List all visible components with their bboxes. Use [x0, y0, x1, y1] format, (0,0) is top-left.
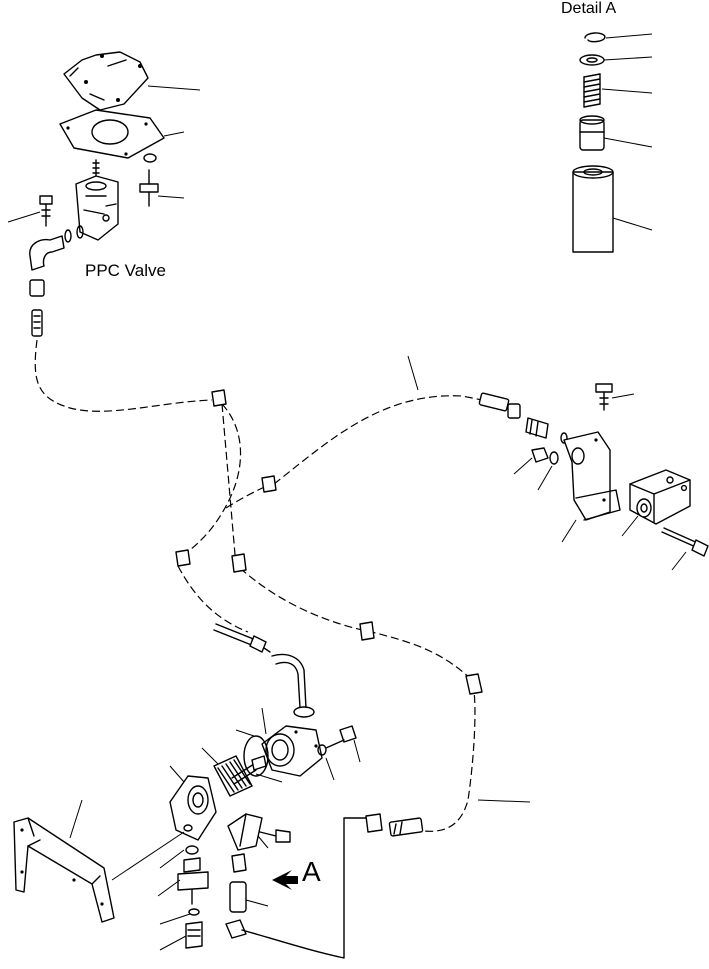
lower-pipe — [255, 817, 367, 959]
bracket-bolt-top — [595, 383, 635, 411]
leader-hose-lower — [477, 799, 531, 803]
cap-bolt — [259, 829, 291, 843]
elbow-fitting-lower — [225, 919, 257, 939]
valve-bracket — [561, 431, 621, 543]
o-ring — [235, 729, 269, 777]
leader-hose-upper — [407, 355, 419, 391]
head-bolt — [231, 755, 283, 785]
housing-bolt — [317, 725, 361, 781]
bent-tube — [271, 653, 315, 718]
upper-hose-end — [478, 392, 521, 419]
detail-a-sleeve — [572, 165, 653, 253]
mounting-bracket — [13, 799, 115, 923]
detail-a-title: Detail A — [561, 0, 617, 17]
lower-hose-end — [365, 813, 424, 837]
ppc-elbow-fitting — [29, 225, 84, 271]
valve-block — [621, 469, 691, 537]
adapter-nut — [513, 432, 568, 491]
ppc-mount-bolt-right — [139, 153, 185, 207]
detail-a-spring — [583, 73, 653, 108]
detail-a-spool — [579, 115, 653, 151]
cover-cap — [227, 813, 269, 851]
drain-valve — [111, 831, 209, 951]
detail-a-snap-ring — [584, 32, 653, 43]
filter-housing — [261, 707, 323, 777]
view-marker-label: A — [302, 856, 321, 887]
lower-tube-bolt — [213, 623, 267, 653]
ppc-mount-bolt-left — [7, 195, 53, 227]
ppc-valve-body — [75, 159, 119, 241]
detail-a-washer — [579, 54, 653, 66]
ppc-valve-label: PPC Valve — [85, 261, 166, 280]
hose-clamps — [175, 389, 483, 695]
ppc-gasket — [59, 109, 185, 159]
lower-fitting — [229, 853, 269, 913]
ppc-boot-plate — [63, 51, 201, 111]
ppc-hose-nut — [29, 279, 45, 337]
arrow-right-icon — [272, 870, 298, 890]
straight-connector — [525, 417, 549, 439]
block-bolt — [661, 527, 709, 571]
filter-head — [169, 765, 217, 841]
